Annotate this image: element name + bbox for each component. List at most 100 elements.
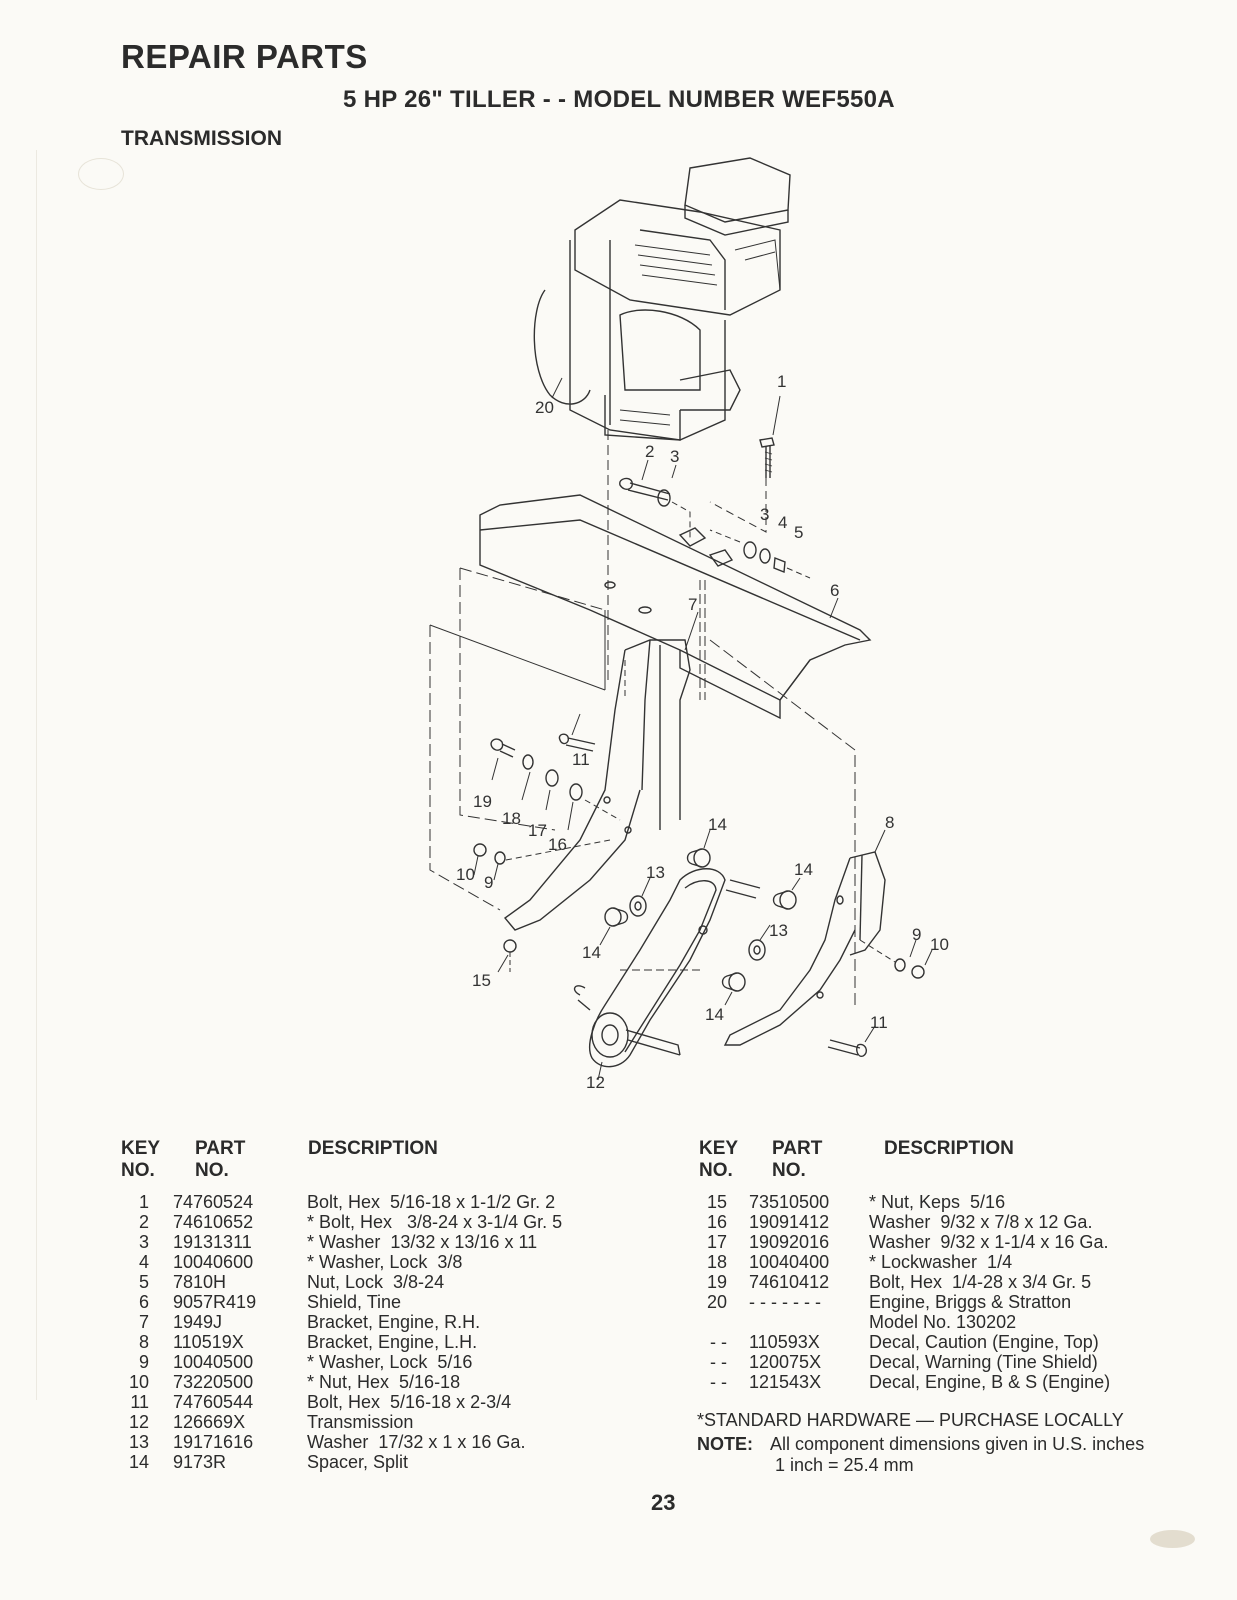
part-key-no: 5 (138, 1272, 149, 1292)
part-description: * Washer, Lock 5/16 (307, 1352, 473, 1372)
part-key-no: 11 (130, 1392, 149, 1412)
part-number: 9173R (173, 1452, 227, 1472)
part-key-no: 2 (138, 1212, 149, 1232)
header-description: DESCRIPTION (884, 1138, 1014, 1159)
part-number: 9057R419 (173, 1292, 257, 1312)
bolt-11-upper (558, 733, 596, 752)
svg-text:14: 14 (708, 815, 727, 834)
svg-text:10: 10 (456, 865, 475, 884)
header-part-no: NO. (195, 1160, 229, 1181)
scan-edge-line (36, 150, 37, 1400)
bolt-11-lower (827, 1039, 868, 1057)
part-description: Spacer, Split (307, 1452, 409, 1472)
page-number: 23 (651, 1490, 676, 1515)
transmission (573, 868, 761, 1068)
part-key-no: 12 (128, 1412, 149, 1432)
part-description: * Nut, Hex 5/16-18 (307, 1372, 461, 1392)
part-number: 19092016 (749, 1232, 830, 1252)
part-key-no: 20 (706, 1292, 727, 1312)
part-key-no: 1 (138, 1192, 149, 1212)
svg-text:3: 3 (670, 447, 679, 466)
svg-text:8: 8 (885, 813, 894, 832)
part-description: Engine, Briggs & Stratton (869, 1292, 1072, 1312)
part-key-no: 6 (138, 1292, 149, 1312)
spacers-14 (604, 848, 797, 992)
bolt-2 (619, 477, 671, 501)
svg-text:17: 17 (528, 821, 547, 840)
part-number: 74610652 (173, 1212, 254, 1232)
svg-text:5: 5 (794, 523, 803, 542)
bolt-1 (759, 437, 775, 478)
header-key: KEY (699, 1138, 739, 1159)
part-key-no: 17 (706, 1232, 727, 1252)
svg-text:19: 19 (473, 792, 492, 811)
part-number: 10040500 (173, 1352, 254, 1372)
svg-text:12: 12 (586, 1073, 605, 1092)
scan-smudge (1150, 1530, 1195, 1548)
svg-text:18: 18 (502, 809, 521, 828)
page-title: REPAIR PARTS (121, 38, 368, 75)
part-description: Bolt, Hex 5/16-18 x 1-1/2 Gr. 2 (307, 1192, 556, 1212)
conversion-note: 1 inch = 25.4 mm (775, 1455, 914, 1475)
scan-smudge (78, 158, 124, 190)
header-description: DESCRIPTION (308, 1138, 438, 1159)
part-number: 73220500 (173, 1372, 254, 1392)
svg-text:15: 15 (472, 971, 491, 990)
bracket-engine-rh (503, 639, 691, 931)
part-number: 19171616 (173, 1432, 254, 1452)
svg-text:4: 4 (778, 513, 787, 532)
parts-list-left: 1 74760524 Bolt, Hex 5/16-18 x 1-1/2 Gr. 2… (121, 1192, 591, 1482)
part-description: Model No. 130202 (869, 1312, 1017, 1332)
part-key-no: - - (710, 1332, 727, 1352)
part-key-no: - - (710, 1372, 727, 1392)
svg-text:14: 14 (794, 860, 813, 879)
part-key-no: 19 (706, 1272, 727, 1292)
part-description: Washer 17/32 x 1 x 16 Ga. (307, 1432, 526, 1452)
part-number: 110519X (173, 1332, 244, 1352)
part-description: Shield, Tine (307, 1292, 402, 1312)
svg-text:3: 3 (760, 505, 769, 524)
part-key-no: 4 (138, 1252, 149, 1272)
part-key-no: 9 (138, 1352, 149, 1372)
part-description: Decal, Engine, B & S (Engine) (869, 1372, 1111, 1392)
engine-drawing (533, 157, 791, 441)
part-description: Nut, Lock 3/8-24 (307, 1272, 445, 1292)
part-description: Decal, Warning (Tine Shield) (869, 1352, 1098, 1372)
page-subtitle: 5 HP 26" TILLER - - MODEL NUMBER WEF550A (343, 86, 895, 113)
part-description: * Bolt, Hex 3/8-24 x 3-1/4 Gr. 5 (307, 1212, 563, 1232)
svg-text:16: 16 (548, 835, 567, 854)
svg-text:1: 1 (777, 372, 786, 391)
svg-text:9: 9 (912, 925, 921, 944)
part-number: 7810H (173, 1272, 227, 1292)
part-description: * Lockwasher 1/4 (869, 1252, 1013, 1272)
svg-text:2: 2 (645, 442, 654, 461)
svg-text:14: 14 (705, 1005, 724, 1024)
svg-text:9: 9 (484, 873, 493, 892)
part-number: 110593X (749, 1332, 820, 1352)
svg-text:11: 11 (572, 750, 590, 769)
svg-text:20: 20 (535, 398, 554, 417)
part-key-no: 10 (128, 1372, 149, 1392)
header-part: PART (772, 1138, 823, 1159)
part-number: 10040400 (749, 1252, 830, 1272)
header-part: PART (195, 1138, 246, 1159)
part-number: 1949J (173, 1312, 223, 1332)
part-description: Bolt, Hex 5/16-18 x 2-3/4 (307, 1392, 512, 1412)
note-text: All component dimensions given in U.S. i… (770, 1434, 1145, 1454)
part-number: 19091412 (749, 1212, 830, 1232)
part-description: Transmission (307, 1412, 414, 1432)
part-key-no: 14 (128, 1452, 149, 1472)
part-key-no: 13 (128, 1432, 149, 1452)
svg-text:13: 13 (769, 921, 788, 940)
part-key-no: - - (710, 1352, 727, 1372)
part-number: 74760544 (173, 1392, 254, 1412)
part-description: * Nut, Keps 5/16 (869, 1192, 1006, 1212)
part-number: 126669X (173, 1412, 246, 1432)
section-heading: TRANSMISSION (121, 127, 283, 150)
standard-hardware-note: *STANDARD HARDWARE — PURCHASE LOCALLY (697, 1410, 1124, 1430)
part-number: 73510500 (749, 1192, 830, 1212)
header-part-no: NO. (772, 1160, 806, 1181)
part-number: 74760524 (173, 1192, 254, 1212)
header-key-no: NO. (121, 1160, 155, 1181)
header-key-no: NO. (699, 1160, 733, 1181)
